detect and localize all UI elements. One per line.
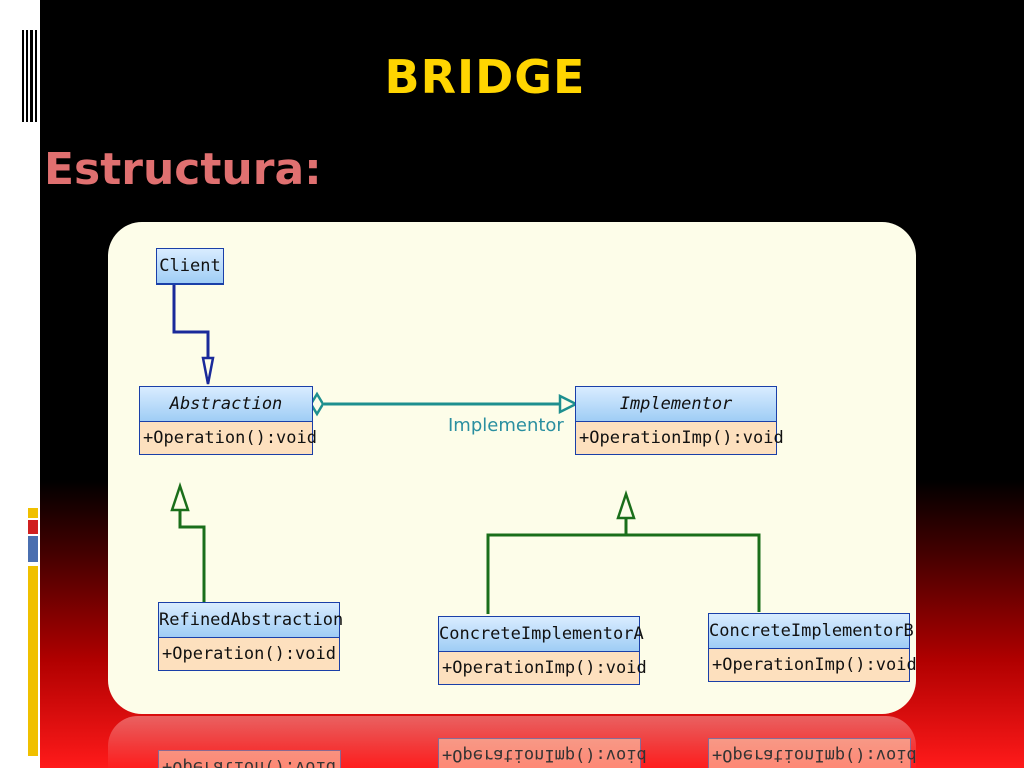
reflection-refined-operation: +Operation():void [158, 750, 341, 768]
class-abstraction: Abstraction +Operation():void [139, 386, 317, 455]
aggregation-diamond [309, 391, 325, 417]
concrete-a-inheritance-line [486, 533, 761, 614]
class-client-name: Client [157, 249, 223, 284]
association-arrowhead [558, 393, 579, 415]
class-implementor-name: Implementor [576, 387, 776, 422]
class-concrete-b-operation: +OperationImp():void [709, 649, 916, 681]
class-concrete-implementor-a: ConcreteImplementorA +OperationImp():voi… [438, 616, 647, 685]
class-concrete-implementor-b: ConcreteImplementorB +OperationImp():voi… [708, 613, 916, 682]
class-concrete-a-name: ConcreteImplementorA [439, 617, 644, 652]
uml-connectors [170, 285, 761, 614]
class-implementor: Implementor +OperationImp():void [575, 386, 784, 455]
association-label: Implementor [448, 415, 564, 436]
class-client: Client [156, 248, 224, 285]
slide-title: BRIDGE [384, 50, 586, 104]
class-concrete-b-name: ConcreteImplementorB [709, 614, 914, 649]
refined-inheritance-arrow [170, 482, 190, 512]
decorative-color-strip [28, 508, 38, 758]
class-abstraction-operation: +Operation():void [140, 422, 317, 454]
client-dependency-line [172, 285, 210, 358]
implementor-inheritance-arrow [616, 490, 636, 520]
slide-subtitle: Estructura: [44, 144, 322, 195]
reflection-concrete-b-operation: +OperationImp():void [708, 738, 916, 768]
class-refined-operation: +Operation():void [159, 638, 339, 670]
class-implementor-operation: +OperationImp():void [576, 422, 784, 454]
reflection-concrete-a-operation: +OperationImp():void [438, 738, 647, 768]
class-refined-abstraction: RefinedAbstraction +Operation():void [158, 602, 343, 671]
client-arrowhead [201, 356, 215, 385]
diagram-panel: Client Abstraction +Operation():void Imp… [108, 222, 916, 714]
class-concrete-a-operation: +OperationImp():void [439, 652, 647, 684]
refined-inheritance-line [178, 510, 206, 602]
class-refined-name: RefinedAbstraction [159, 603, 343, 638]
panel-reflection: +Operation():void +OperationImp():void +… [108, 716, 916, 768]
class-abstraction-name: Abstraction [140, 387, 312, 422]
decorative-bars [22, 30, 40, 122]
